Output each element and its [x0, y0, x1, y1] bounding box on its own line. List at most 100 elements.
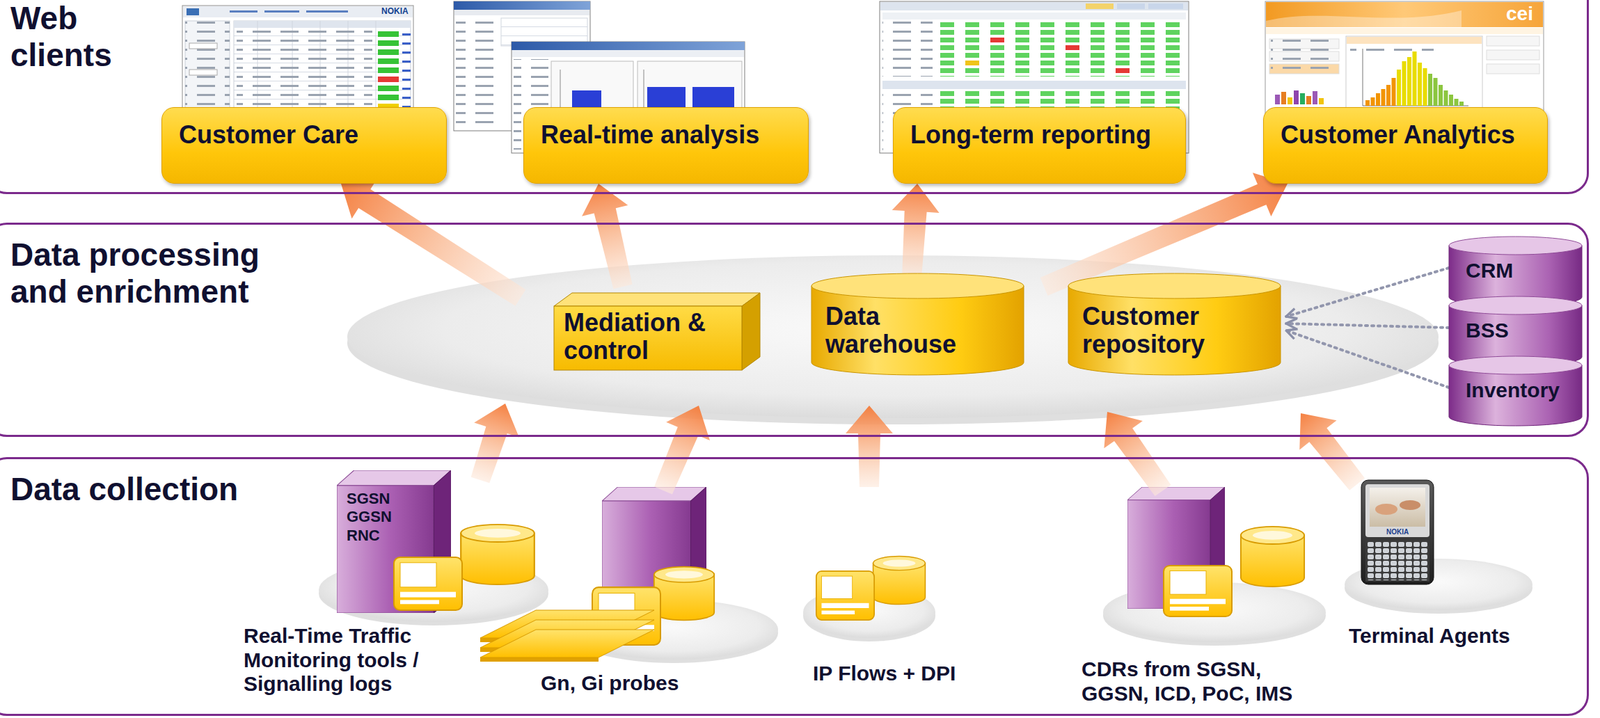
mobile-phone: [1375, 503, 1398, 516]
customer-analytics-screenshot: [1362, 48, 1364, 106]
long-term-report-screenshot: [882, 80, 1186, 90]
probe-blades: [480, 629, 655, 658]
flow-arrow: [1103, 412, 1171, 497]
customer-care-screenshot: [189, 43, 218, 49]
source-label: Real-Time Traffic Monitoring tools / Sig…: [243, 624, 442, 697]
source-system-label: CRM: [1465, 258, 1514, 284]
source-system-label: BSS: [1465, 318, 1509, 344]
customer-analytics-screenshot: [1300, 93, 1305, 105]
cylinder-top: [1068, 273, 1281, 299]
customer-analytics-screenshot: [1281, 91, 1287, 105]
flow-arrow: [581, 183, 633, 289]
long-term-report-screenshot: [879, 1, 1189, 154]
customer-analytics-screenshot: [1454, 98, 1459, 106]
customer-analytics-screenshot: [1265, 10, 1462, 28]
long-term-report-screenshot: [990, 37, 1005, 43]
customer-analytics-screenshot: [1412, 51, 1417, 106]
long-term-report-screenshot: [1065, 45, 1080, 51]
customer-analytics-screenshot: [1306, 96, 1312, 105]
logo-text: NOKIA: [381, 6, 409, 17]
customer-analytics-screenshot: [1365, 100, 1370, 106]
element-label: SGSN GGSN RNC: [346, 489, 403, 545]
feed-arrow: [1286, 267, 1449, 317]
database-icon: [873, 556, 926, 605]
flow-arrow: [341, 178, 527, 307]
source-label: CDRs from SGSN, GGSN, ICD, PoC, IMS: [1081, 657, 1319, 706]
cylinder-top: [1448, 296, 1582, 315]
database-label: Data warehouse: [825, 302, 965, 358]
real-time-screenshot: [454, 9, 590, 16]
long-term-report-screenshot: [880, 2, 1188, 11]
mobile-phone: [1366, 541, 1429, 581]
cylinder-body: [1068, 286, 1281, 376]
real-time-screenshot: [453, 1, 591, 10]
customer-care-screenshot: [306, 10, 348, 13]
box-top-face: [553, 292, 760, 307]
customer-analytics-screenshot: [1444, 90, 1449, 106]
box-side-face: [741, 292, 760, 371]
mobile-phone: [1361, 480, 1434, 585]
processing-platform: [347, 255, 1439, 419]
customer-analytics-screenshot: [1486, 36, 1540, 46]
cylinder-top: [1448, 236, 1582, 255]
customer-care-screenshot: [229, 10, 258, 13]
workstation-icon: [1163, 565, 1232, 617]
long-term-report-screenshot: [1115, 68, 1130, 74]
customer-care-screenshot: [264, 10, 300, 13]
customer-analytics-screenshot: [1396, 69, 1401, 106]
box-front-face: [553, 306, 742, 371]
source-label: IP Flows + DPI: [812, 661, 956, 687]
flow-arrow: [892, 183, 940, 280]
collection-source: SGSN GGSN RNC Real-Time Traffic Monitorin…: [243, 480, 554, 700]
workstation-icon: [816, 571, 875, 621]
customer-analytics-screenshot: [1438, 84, 1443, 106]
customer-care-screenshot: [233, 20, 411, 28]
layer-heading: Data processing and enrichment: [10, 236, 275, 311]
customer-analytics-screenshot: [1428, 73, 1433, 106]
customer-care-screenshot: [377, 76, 399, 83]
probe-blades: [480, 610, 655, 662]
real-time-screenshot: [511, 41, 745, 51]
layer-band: Data collection SGSN GGSN RNC Real-Time Tr…: [0, 457, 1589, 717]
mediation-box: Mediation & control: [553, 292, 760, 371]
cylinder-top: [811, 273, 1024, 299]
client-label: Real-time analysis: [540, 120, 760, 149]
logo-text: cei: [1506, 2, 1534, 26]
customer-analytics-screenshot: [1386, 84, 1391, 106]
client-box: Real-time analysis: [523, 107, 809, 184]
customer-analytics-screenshot: [1265, 27, 1543, 35]
long-term-report-screenshot: [882, 20, 933, 77]
customer-care-screenshot: [189, 69, 218, 76]
flow-arrow: [845, 405, 893, 488]
flow-arrow: [654, 405, 710, 495]
long-term-report-screenshot: [1148, 3, 1184, 10]
real-time-screenshot: [455, 18, 498, 130]
database-icon: [460, 524, 1305, 621]
database-icon: [1240, 526, 1305, 587]
component-label: Mediation & control: [563, 309, 731, 364]
source-system-cylinder: Inventory: [1448, 356, 1582, 426]
source-label: Gn, Gi probes: [540, 671, 679, 696]
long-term-report-screenshot: [882, 12, 1186, 20]
customer-analytics-screenshot: [1318, 98, 1324, 105]
customer-analytics-screenshot: [1402, 61, 1407, 106]
customer-analytics-screenshot: [1407, 57, 1412, 106]
workstation-icon: [393, 557, 463, 611]
layer-heading: Data collection: [10, 471, 239, 509]
client-box: Customer Care: [161, 107, 447, 184]
mobile-phone: [1365, 484, 1430, 538]
database-cylinder: Customer repository: [1068, 273, 1281, 376]
long-term-report-screenshot: [936, 20, 1184, 77]
customer-analytics-screenshot: [1287, 97, 1293, 105]
cylinder-body: [811, 286, 1024, 376]
customer-analytics-screenshot: [1486, 64, 1540, 74]
database-label: Customer repository: [1082, 302, 1243, 358]
layer-band: Web clientsCustomer CareReal-time analys…: [0, 0, 1589, 195]
customer-analytics-screenshot: [1448, 94, 1454, 106]
customer-analytics-screenshot: [1346, 36, 1482, 44]
collection-source: IP Flows + DPI: [807, 487, 975, 689]
collection-source: Gn, Gi probes: [528, 490, 781, 703]
mobile-phone: [1399, 500, 1421, 511]
source-system-cylinder: CRM: [1448, 236, 1582, 307]
